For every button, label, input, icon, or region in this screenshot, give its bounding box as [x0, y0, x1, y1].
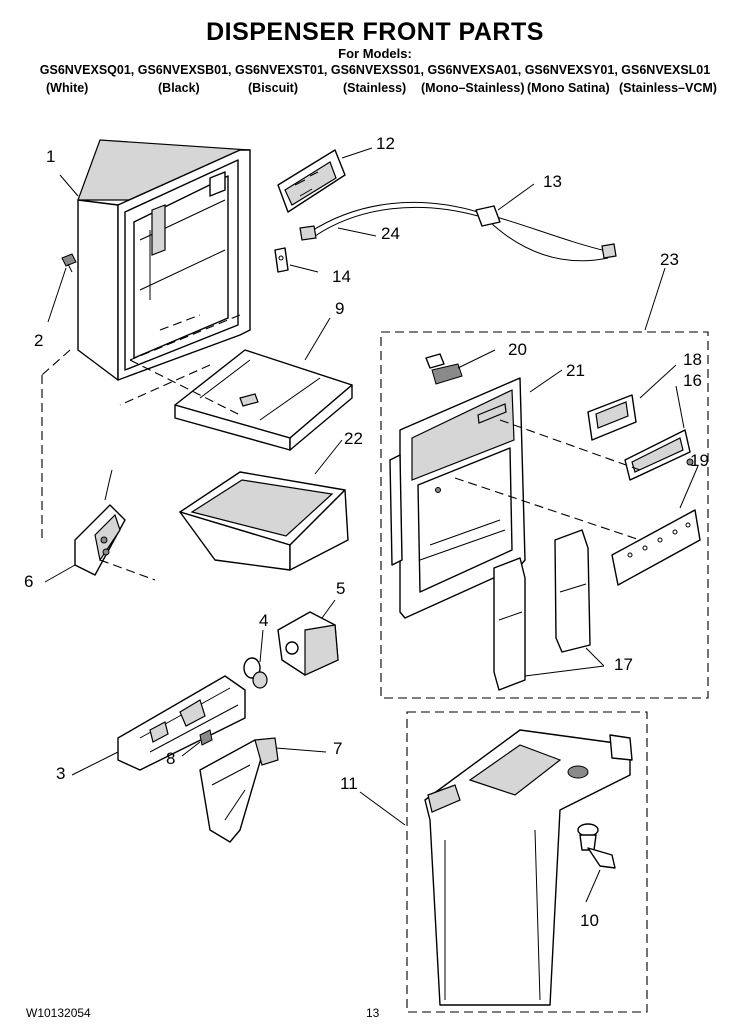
page-title: DISPENSER FRONT PARTS: [206, 18, 544, 46]
callout-23: 23: [660, 250, 679, 269]
explode-lines-left: [41, 314, 241, 581]
auger-part-10: [577, 823, 616, 869]
control-board-part-12: [277, 149, 346, 213]
housing-part-1: [77, 139, 251, 381]
group-box-11: [406, 711, 648, 1013]
variant-label-stainless-vcm: (Stainless–VCM): [619, 81, 717, 95]
motor-part-5: [277, 611, 339, 676]
model-numbers: GS6NVEXSQ01, GS6NVEXSB01, GS6NVEXST01, G…: [39, 63, 711, 77]
callout-24: 24: [381, 224, 400, 243]
callout-7: 7: [333, 739, 343, 758]
callout-13: 13: [543, 172, 562, 191]
group-box-23: [380, 331, 709, 699]
callout-1: 1: [46, 147, 56, 166]
callout-3: 3: [56, 764, 66, 783]
control-board-part-16: [624, 429, 694, 481]
drip-tray-part-22: [179, 471, 349, 571]
callout-5: 5: [336, 579, 346, 598]
control-panel-part-19: [611, 509, 701, 586]
callout-8: 8: [166, 749, 176, 768]
callout-16: 16: [683, 371, 702, 390]
explode-lines-right: [454, 419, 641, 541]
callout-14: 14: [332, 267, 351, 286]
bracket-frame-part-3: [117, 675, 246, 771]
bracket-part-14: [274, 247, 289, 273]
screw-part-2: [61, 253, 77, 273]
variant-label-stainless: (Stainless): [343, 81, 407, 95]
document-number: W10132054: [26, 1006, 91, 1020]
callout-18: 18: [683, 350, 702, 369]
gear-part-4: [243, 657, 268, 689]
callout-12: 12: [376, 134, 395, 153]
callout-17: 17: [614, 655, 633, 674]
models-subtitle: For Models:: [338, 46, 412, 61]
callout-21: 21: [566, 361, 585, 380]
callout-19: 19: [690, 451, 709, 470]
paddle-part-17-right: [554, 529, 591, 653]
clip-part-8: [199, 729, 213, 746]
callout-22: 22: [344, 429, 363, 448]
variant-label-black: (Black): [158, 81, 200, 95]
callout-11: 11: [340, 774, 358, 793]
ice-chute-part-11: [424, 729, 633, 1006]
tray-part-9: [174, 349, 353, 451]
variant-label-mono-satina: (Mono Satina): [527, 81, 610, 95]
dispenser-housing-part-21: [389, 377, 526, 619]
variant-label-biscuit: (Biscuit): [248, 81, 298, 95]
actuator-part-7: [199, 737, 279, 843]
variant-label-white: (White): [46, 81, 89, 95]
page-number: 13: [366, 1006, 380, 1020]
wire-harness-part-13: [299, 201, 617, 262]
callout-9: 9: [335, 299, 345, 318]
callout-2: 2: [34, 331, 44, 350]
switch-part-6: [74, 469, 126, 576]
button-part-20: [425, 353, 463, 385]
callout-4: 4: [259, 611, 269, 630]
callout-20: 20: [508, 340, 527, 359]
leader-lines: [44, 147, 699, 903]
variant-label-mono-stainless: (Mono–Stainless): [421, 81, 525, 95]
switch-board-part-18: [587, 394, 637, 441]
paddle-part-17-left: [493, 557, 526, 691]
callout-10: 10: [580, 911, 599, 930]
callout-6: 6: [24, 572, 34, 591]
